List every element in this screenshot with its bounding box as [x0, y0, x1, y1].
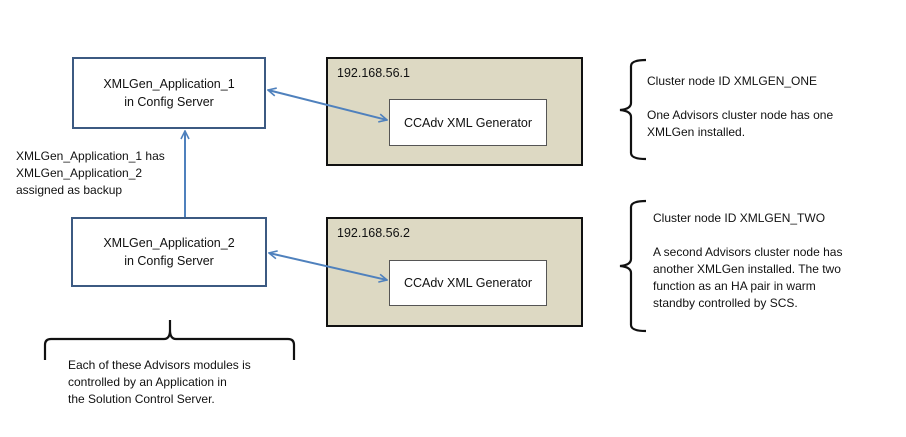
- server-box-1: 192.168.56.1 CCAdv XML Generator: [326, 57, 583, 166]
- server-2-ip: 192.168.56.2: [337, 226, 410, 240]
- link-arrow-2: [269, 253, 387, 280]
- backup-note-line: assigned as backup: [16, 183, 123, 197]
- xml-generator-2-label: CCAdv XML Generator: [403, 276, 533, 290]
- cluster-note-2-body-line: standby controlled by SCS.: [653, 296, 798, 310]
- backup-note: XMLGen_Application_1 has XMLGen_Applicat…: [16, 148, 165, 199]
- cluster-note-2-title: Cluster node ID XMLGEN_TWO: [653, 211, 826, 225]
- cluster-note-2-body-line: function as an HA pair in warm: [653, 279, 816, 293]
- cluster-note-2: Cluster node ID XMLGEN_TWO A second Advi…: [653, 210, 842, 312]
- brace-icon-bottom: [43, 320, 296, 360]
- bottom-note-line: controlled by an Application in: [68, 375, 227, 389]
- app-box-1: XMLGen_Application_1 in Config Server: [72, 57, 266, 129]
- app-box-2-title: XMLGen_Application_2: [103, 236, 235, 250]
- cluster-note-2-body-line: A second Advisors cluster node has: [653, 245, 843, 259]
- cluster-note-1-body-line: One Advisors cluster node has one: [647, 108, 834, 122]
- cluster-note-2-body-line: another XMLGen installed. The two: [653, 262, 841, 276]
- app-box-1-title: XMLGen_Application_1: [103, 77, 235, 91]
- cluster-note-1: Cluster node ID XMLGEN_ONE One Advisors …: [647, 73, 833, 141]
- link-arrow-1: [268, 90, 387, 120]
- cluster-note-1-body-line: XMLGen installed.: [647, 125, 746, 139]
- server-box-2: 192.168.56.2 CCAdv XML Generator: [326, 217, 583, 327]
- app-box-1-subtitle: in Config Server: [124, 95, 214, 109]
- brace-icon-2: [619, 199, 647, 333]
- xml-generator-2: CCAdv XML Generator: [389, 260, 547, 306]
- xml-generator-1: CCAdv XML Generator: [389, 99, 547, 146]
- backup-note-line: XMLGen_Application_2: [16, 166, 143, 180]
- app-box-2: XMLGen_Application_2 in Config Server: [71, 217, 267, 287]
- bottom-note-line: Each of these Advisors modules is: [68, 358, 251, 372]
- brace-icon-1: [619, 58, 647, 161]
- xml-generator-1-label: CCAdv XML Generator: [403, 115, 533, 130]
- bottom-note-line: the Solution Control Server.: [68, 392, 215, 406]
- server-1-ip: 192.168.56.1: [337, 66, 410, 80]
- backup-note-line: XMLGen_Application_1 has: [16, 149, 165, 163]
- cluster-note-1-title: Cluster node ID XMLGEN_ONE: [647, 74, 818, 88]
- bottom-note: Each of these Advisors modules is contro…: [68, 357, 251, 408]
- app-box-2-subtitle: in Config Server: [124, 254, 214, 268]
